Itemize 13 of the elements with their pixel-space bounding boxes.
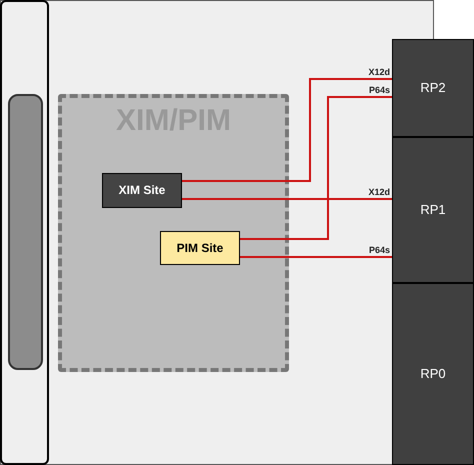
edge-label: X12d [367,188,391,197]
port-block: RP0 [392,283,474,465]
site-box: XIM Site [102,173,182,208]
signal-line [240,256,392,258]
edge-label: X12d [367,68,391,77]
edge-label: P64s [368,86,391,95]
site-box: PIM Site [160,231,240,265]
signal-line [182,198,392,200]
edge-label: P64s [368,246,391,255]
port-block: RP1 [392,137,474,283]
signal-line [182,78,392,182]
signal-line [240,96,392,240]
port-block: RP2 [392,39,474,137]
